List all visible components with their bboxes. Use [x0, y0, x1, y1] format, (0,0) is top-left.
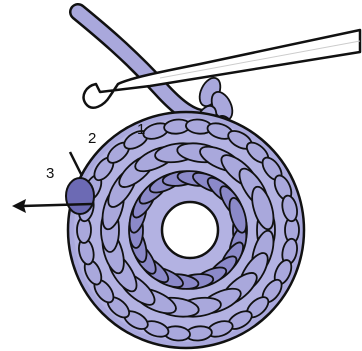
- label-1: 1: [137, 121, 145, 138]
- label-3: 3: [46, 165, 54, 182]
- ring-center-hole: [162, 202, 218, 258]
- label-2: 2: [88, 130, 96, 147]
- pointer-line-3: [70, 152, 82, 176]
- current-stitch: [66, 178, 94, 214]
